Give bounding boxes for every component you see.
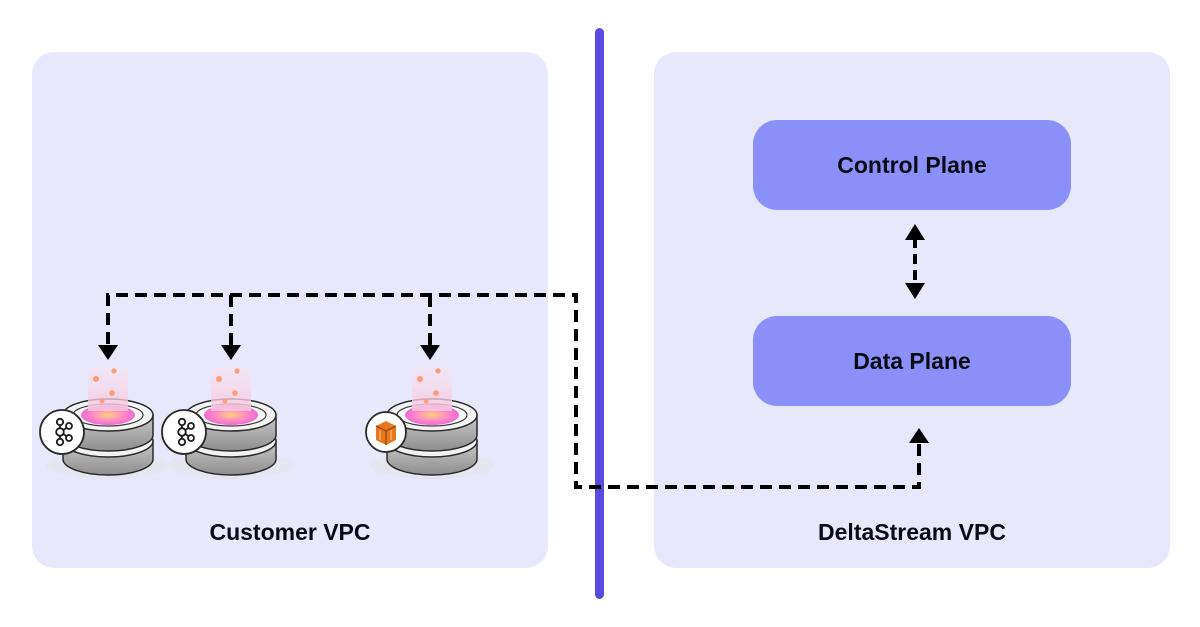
customer-vpc-panel: Customer VPC — [32, 52, 548, 568]
customer-vpc-label: Customer VPC — [209, 519, 371, 545]
data-plane-box: Data Plane — [753, 316, 1071, 406]
data-plane-label: Data Plane — [853, 347, 971, 374]
control-plane-box: Control Plane — [753, 120, 1071, 210]
network-boundary-divider — [595, 28, 604, 599]
deltastream-vpc-label: DeltaStream VPC — [818, 519, 1006, 545]
control-plane-label: Control Plane — [837, 151, 987, 178]
